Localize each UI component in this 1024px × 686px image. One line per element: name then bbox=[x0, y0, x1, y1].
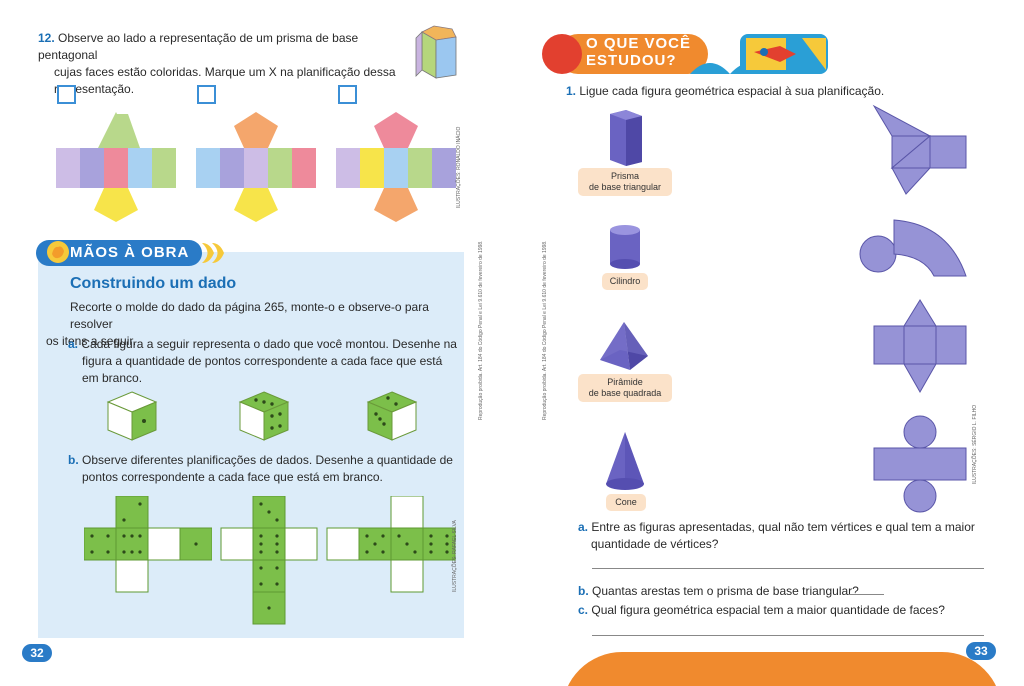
review-item-b: b. Quantas arestas tem o prisma de base … bbox=[578, 583, 988, 600]
activity-title: Construindo um dado bbox=[70, 275, 237, 292]
dice-cube-2 bbox=[238, 391, 290, 441]
cylinder-net bbox=[873, 415, 967, 513]
question-12: 12. Observe ao lado a representação de u… bbox=[38, 30, 418, 98]
item-b-line2: pontos correspondente a cada face que es… bbox=[82, 470, 383, 484]
illustration-credit-bottom: ILUSTRAÇÕES: RAFAEL SILVA bbox=[452, 520, 458, 592]
label-cone: Cone bbox=[606, 494, 646, 511]
illustration-credit-right: ILUSTRAÇÕES: SÉRGIO L. FILHO bbox=[972, 404, 978, 484]
review-banner-decoration bbox=[542, 34, 828, 74]
review-item-a-line1: Entre as figuras apresentadas, qual não … bbox=[591, 520, 975, 534]
option-2-checkbox[interactable] bbox=[197, 85, 216, 104]
hand-icon bbox=[47, 241, 69, 263]
banner-ribbon-icon bbox=[202, 243, 224, 263]
label-prism-line1: Prisma bbox=[610, 171, 639, 181]
cylinder-solid bbox=[610, 225, 640, 269]
review-item-b-letter: b. bbox=[578, 584, 589, 598]
item-a: a. Cada figura a seguir representa o dad… bbox=[68, 336, 460, 387]
item-a-line3: em branco. bbox=[82, 371, 143, 385]
banner-line2: ESTUDOU? bbox=[586, 52, 677, 69]
answer-line-c[interactable] bbox=[592, 635, 984, 636]
cone-solid bbox=[606, 432, 644, 490]
question-1-number: 1. bbox=[566, 84, 577, 98]
banner-line1: O QUE VOCÊ bbox=[586, 35, 692, 52]
review-item-a-line2: quantidade de vértices? bbox=[591, 537, 719, 551]
item-b: b. Observe diferentes planificações de d… bbox=[68, 452, 460, 486]
label-pyramid-line1: Pirâmide bbox=[607, 377, 643, 387]
square-pyramid-net bbox=[873, 299, 967, 394]
answer-line-a[interactable] bbox=[592, 568, 984, 569]
page-number-left: 32 bbox=[22, 644, 52, 662]
review-item-b-text: Quantas arestas tem o prisma de base tri… bbox=[592, 584, 859, 598]
question-text-line1: Observe ao lado a representação de um pr… bbox=[38, 31, 359, 62]
review-item-c: c. Qual figura geométrica espacial tem a… bbox=[578, 602, 988, 619]
dice-net-2 bbox=[220, 496, 318, 625]
section-title: MÃOS À OBRA bbox=[70, 244, 190, 261]
dice-net-3 bbox=[326, 496, 456, 593]
question-text-line2: cujas faces estão coloridas. Marque um X… bbox=[54, 65, 396, 79]
prism-net-option-3 bbox=[336, 112, 456, 222]
prism-net-option-2 bbox=[196, 112, 316, 222]
label-square-pyramid: Pirâmide de base quadrada bbox=[578, 374, 672, 402]
question-text-line3: representação. bbox=[54, 82, 135, 96]
review-item-c-letter: c. bbox=[578, 603, 589, 617]
dice-net-1 bbox=[84, 496, 212, 593]
cone-net bbox=[859, 219, 967, 277]
item-a-letter: a. bbox=[68, 337, 79, 351]
label-prism-line2: de base triangular bbox=[588, 182, 662, 192]
pentagonal-prism-illustration bbox=[415, 25, 457, 79]
item-b-letter: b. bbox=[68, 453, 79, 467]
option-3-checkbox[interactable] bbox=[338, 85, 357, 104]
prism-net-option-1 bbox=[56, 112, 176, 222]
intro-line1: Recorte o molde do dado da página 265, m… bbox=[70, 300, 429, 331]
review-banner-title: O QUE VOCÊ ESTUDOU? bbox=[586, 35, 691, 69]
item-a-line2: figura a quantidade de pontos correspond… bbox=[82, 354, 443, 368]
dice-cube-1 bbox=[106, 391, 158, 441]
question-number: 12. bbox=[38, 31, 55, 45]
answer-line-b[interactable] bbox=[848, 594, 884, 595]
label-triangular-prism: Prisma de base triangular bbox=[578, 168, 672, 196]
intro-line2: os itens a seguir. bbox=[46, 334, 137, 348]
footer-decoration bbox=[562, 652, 1002, 686]
label-cylinder: Cilindro bbox=[602, 273, 648, 290]
question-1: 1. Ligue cada figura geométrica espacial… bbox=[566, 83, 986, 100]
review-item-c-text: Qual figura geométrica espacial tem a ma… bbox=[591, 603, 945, 617]
question-1-text: Ligue cada figura geométrica espacial à … bbox=[579, 84, 885, 98]
review-item-a-letter: a. bbox=[578, 520, 589, 534]
review-item-a: a. Entre as figuras apresentadas, qual n… bbox=[578, 519, 988, 553]
legal-note-right: Reprodução proibida. Art. 184 do Código … bbox=[542, 240, 548, 420]
dice-cube-3 bbox=[366, 391, 418, 441]
square-pyramid-solid bbox=[600, 322, 648, 370]
page-number-right: 33 bbox=[966, 642, 996, 660]
legal-note-left: Reprodução proibida. Art. 184 do Código … bbox=[478, 240, 484, 420]
item-a-line1: Cada figura a seguir representa o dado q… bbox=[81, 337, 457, 351]
triangular-prism-net bbox=[872, 104, 967, 195]
illustration-credit-top: ILUSTRAÇÕES: RONALDO INÁCIO bbox=[456, 126, 462, 208]
triangular-prism-solid bbox=[610, 110, 642, 166]
activity-intro: Recorte o molde do dado da página 265, m… bbox=[46, 299, 460, 350]
label-pyramid-line2: de base quadrada bbox=[588, 388, 662, 398]
item-b-line1: Observe diferentes planificações de dado… bbox=[82, 453, 453, 467]
option-1-checkbox[interactable] bbox=[57, 85, 76, 104]
